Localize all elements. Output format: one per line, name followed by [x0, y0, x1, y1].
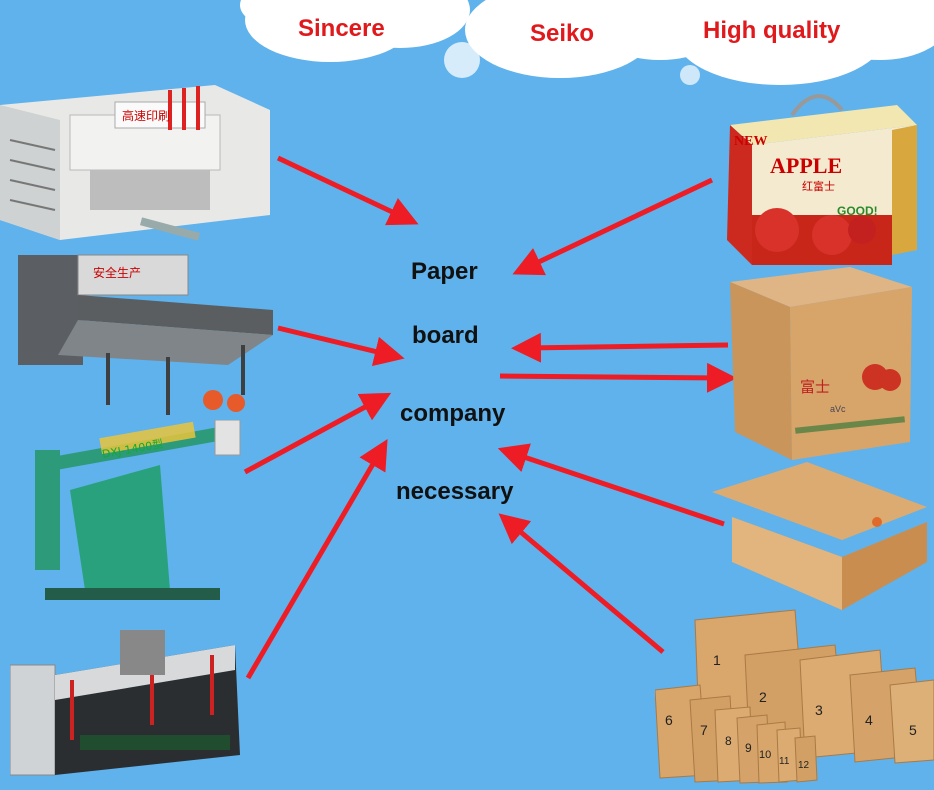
box-number-3: 3 [815, 702, 823, 718]
carton-small-label: aVc [830, 404, 846, 414]
word-company: company [400, 400, 506, 427]
printing-machine-image: 高速印刷 [0, 80, 275, 245]
box-number-10: 10 [759, 749, 771, 761]
machine2-label: 安全生产 [93, 265, 141, 280]
mailer-box-image [712, 462, 934, 612]
slotter-machine-image: 安全生产 [18, 245, 280, 417]
numbered-boxes-image: 1 2 3 4 5 6 7 8 9 10 11 12 [654, 600, 934, 785]
arrow-m2 [277, 325, 405, 367]
apple-box-new: NEW [734, 134, 767, 149]
box-number-4: 4 [865, 712, 873, 728]
word-board: board [412, 322, 479, 349]
slogan-high-quality: High quality [703, 17, 841, 44]
arrow-m3 [243, 392, 392, 475]
arrow-p2 [511, 332, 729, 363]
machine1-label: 高速印刷 [122, 108, 170, 123]
box-number-8: 8 [725, 734, 732, 748]
slogan-seiko: Seiko [530, 20, 595, 47]
word-paper: Paper [411, 258, 478, 285]
box-number-5: 5 [909, 722, 917, 738]
folder-gluer-image [9, 625, 240, 785]
box-number-1: 1 [713, 652, 721, 668]
slogan-sincere: Sincere [298, 15, 385, 42]
apple-box-good: GOOD! [837, 204, 878, 218]
arrow-m4 [245, 439, 388, 680]
stitching-machine-image: DXJ-1400型 [30, 419, 245, 610]
apple-gift-box-image: NEW APPLE 红富士 GOOD! [722, 85, 920, 270]
box-number-7: 7 [700, 722, 708, 738]
arrow-m1 [276, 155, 419, 226]
apple-box-title: APPLE [770, 153, 842, 178]
box-number-9: 9 [745, 741, 752, 755]
box-number-2: 2 [759, 689, 767, 705]
carton-label: 富士 [800, 378, 830, 396]
arrow-p1 [512, 177, 714, 276]
word-necessary: necessary [396, 478, 514, 505]
arrow-p3 [497, 443, 725, 527]
cloud-banner [240, 0, 934, 85]
box-number-12: 12 [798, 760, 810, 771]
arrow-p2-out [499, 362, 737, 393]
carton-box-image: 富士 aVc [730, 262, 915, 462]
box-number-11: 11 [779, 756, 790, 767]
arrow-p4 [498, 513, 665, 654]
apple-box-sub: 红富士 [802, 179, 835, 193]
box-number-6: 6 [665, 712, 673, 728]
